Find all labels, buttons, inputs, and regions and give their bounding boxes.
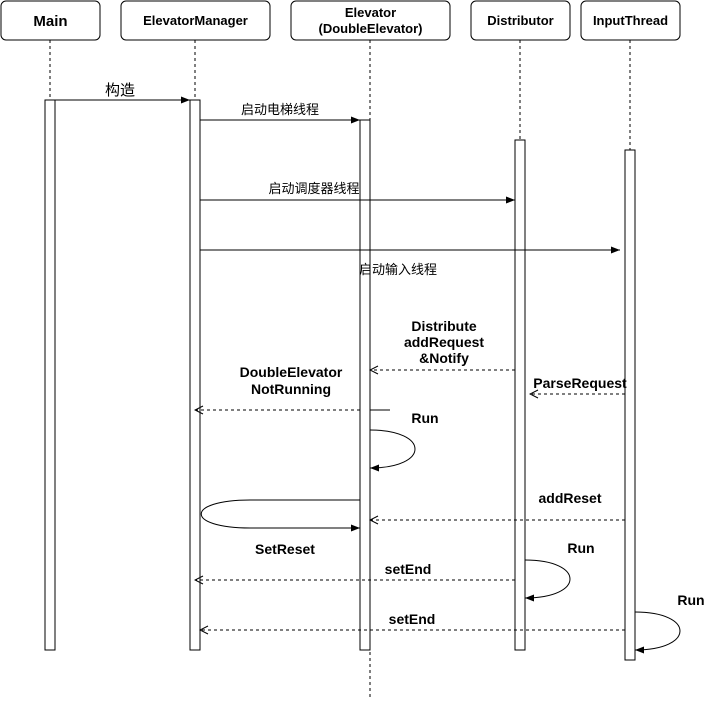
message-run-elevator-label: Run <box>411 410 438 426</box>
message-distribute-line3: &Notify <box>419 350 469 366</box>
message-add-reset-label: addReset <box>538 490 601 506</box>
actor-elevator: Elevator (DoubleElevator) <box>290 0 451 41</box>
message-set-end-input-label: setEnd <box>389 611 436 627</box>
message-start-input-thread: 启动输入线程 <box>200 246 620 278</box>
actor-distributor-label: Distributor <box>487 13 553 28</box>
elevator-activation <box>359 119 371 651</box>
actor-elevator-label-line2: (DoubleElevator) <box>318 21 422 36</box>
message-distribute-add-request: Distribute addRequest &Notify <box>370 318 515 370</box>
message-not-running-line2: NotRunning <box>251 381 331 397</box>
actor-elevator-label-line1: Elevator <box>345 5 396 20</box>
distributor-activation <box>514 139 526 651</box>
actor-distributor: Distributor <box>470 0 571 41</box>
message-set-end-distributor: setEnd <box>195 561 515 580</box>
message-run-elevator: Run <box>369 410 439 472</box>
message-start-distributor-label: 启动调度器线程 <box>268 181 359 197</box>
message-double-elevator-not-running: DoubleElevator NotRunning <box>195 364 390 410</box>
message-start-elevator-label: 启动电梯线程 <box>241 103 319 118</box>
message-run-input: Run <box>634 592 705 654</box>
actor-input-thread: InputThread <box>580 0 681 41</box>
message-start-elevator-thread: 启动电梯线程 <box>200 103 360 124</box>
main-activation <box>44 99 56 651</box>
message-not-running-line1: DoubleElevator <box>240 364 343 380</box>
message-set-reset: SetReset <box>201 499 360 557</box>
message-construct-label: 构造 <box>105 81 135 99</box>
message-distribute-line1: Distribute <box>411 318 477 334</box>
message-set-end-input: setEnd <box>200 611 625 630</box>
actor-main-label: Main <box>33 13 67 30</box>
message-run-distributor: Run <box>524 540 595 602</box>
input-thread-activation <box>624 149 636 661</box>
message-set-end-distributor-label: setEnd <box>385 561 432 577</box>
message-set-reset-label: SetReset <box>255 541 315 557</box>
actor-input-thread-label: InputThread <box>593 13 668 28</box>
message-run-input-label: Run <box>677 592 704 608</box>
actor-main: Main <box>0 0 101 41</box>
message-distribute-line2: addRequest <box>404 334 484 350</box>
message-parse-request: ParseRequest <box>530 375 627 394</box>
message-parse-request-label: ParseRequest <box>533 375 627 391</box>
actor-manager-label: ElevatorManager <box>143 13 248 28</box>
message-start-distributor-thread: 启动调度器线程 <box>200 181 515 204</box>
message-start-input-label: 启动输入线程 <box>359 262 437 278</box>
manager-activation <box>189 99 201 651</box>
message-add-reset: addReset <box>370 490 625 520</box>
message-run-distributor-label: Run <box>567 540 594 556</box>
message-construct: 构造 <box>55 81 190 104</box>
actor-elevator-manager: ElevatorManager <box>120 0 271 41</box>
